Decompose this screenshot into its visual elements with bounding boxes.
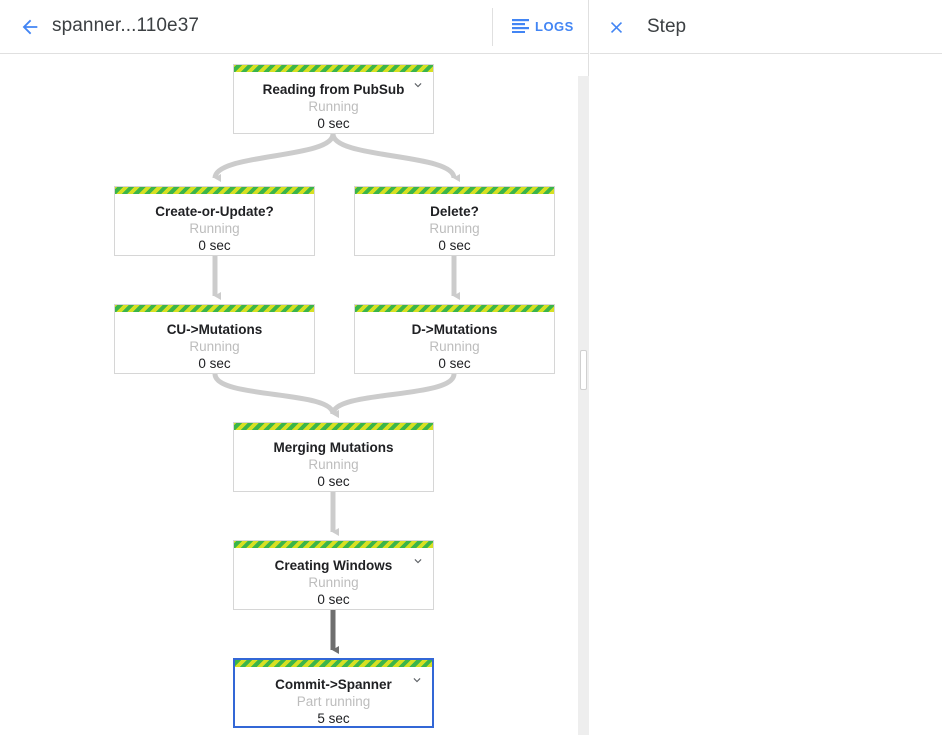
graph-node-create-or-update[interactable]: Create-or-Update? Running 0 sec <box>114 186 315 256</box>
close-button[interactable] <box>602 13 630 41</box>
arrow-left-icon <box>22 19 38 35</box>
page-title: spanner...110e37 <box>52 15 200 36</box>
node-status-stripe <box>234 541 433 548</box>
node-status: Running <box>189 221 240 236</box>
back-button[interactable] <box>12 9 48 45</box>
node-name: Creating Windows <box>274 558 393 573</box>
node-name: CU->Mutations <box>166 322 263 337</box>
step-panel-title: Step <box>647 16 687 37</box>
node-name: Merging Mutations <box>273 440 394 455</box>
chevron-down-icon[interactable] <box>411 554 425 568</box>
node-expand-toggle[interactable] <box>411 554 425 568</box>
graph-pane: spanner...110e37 LOGS <box>0 0 589 735</box>
graph-scrollbar-thumb[interactable] <box>580 350 587 390</box>
node-name: Reading from PubSub <box>262 82 405 97</box>
node-name: Create-or-Update? <box>155 204 274 219</box>
node-elapsed-time: 0 sec <box>317 116 350 131</box>
node-status: Running <box>189 339 240 354</box>
node-body: Create-or-Update? Running 0 sec <box>115 194 314 254</box>
step-details-pane: Step Step summary Step nameCommit->Spann… <box>590 0 942 735</box>
logs-lines-icon <box>512 19 529 33</box>
node-status: Part running <box>296 694 371 709</box>
node-name: D->Mutations <box>411 322 498 337</box>
node-status: Running <box>308 575 359 590</box>
node-elapsed-time: 0 sec <box>438 356 471 371</box>
step-panel-header: Step <box>590 0 942 54</box>
node-body: Delete? Running 0 sec <box>355 194 554 254</box>
node-elapsed-time: 0 sec <box>438 238 471 253</box>
node-elapsed-time: 0 sec <box>198 238 231 253</box>
node-status-stripe <box>355 305 554 312</box>
toolbar-divider <box>492 8 493 46</box>
node-status: Running <box>308 99 359 114</box>
node-elapsed-time: 5 sec <box>317 711 350 726</box>
node-name: Commit->Spanner <box>275 677 392 692</box>
close-icon <box>610 21 622 33</box>
node-expand-toggle[interactable] <box>410 673 424 687</box>
node-elapsed-time: 0 sec <box>317 474 350 489</box>
node-status: Running <box>429 221 480 236</box>
logs-button-label: LOGS <box>535 18 574 34</box>
node-name: Delete? <box>430 204 479 219</box>
node-elapsed-time: 0 sec <box>317 592 350 607</box>
graph-edges <box>212 133 461 654</box>
chevron-down-icon[interactable] <box>411 78 425 92</box>
node-status-stripe <box>115 305 314 312</box>
job-toolbar: spanner...110e37 LOGS <box>0 0 588 54</box>
node-status: Running <box>429 339 480 354</box>
node-status-stripe <box>355 187 554 194</box>
node-status-stripe <box>234 423 433 430</box>
node-status-stripe <box>115 187 314 194</box>
graph-node-delete[interactable]: Delete? Running 0 sec <box>354 186 555 256</box>
node-expand-toggle[interactable] <box>411 78 425 92</box>
node-elapsed-time: 0 sec <box>198 356 231 371</box>
node-status: Running <box>308 457 359 472</box>
chevron-down-icon[interactable] <box>410 673 424 687</box>
node-status-stripe <box>234 65 433 72</box>
graph-scrollbar[interactable] <box>578 76 589 735</box>
node-status-stripe <box>235 660 432 667</box>
logs-button[interactable]: LOGS <box>508 12 578 40</box>
